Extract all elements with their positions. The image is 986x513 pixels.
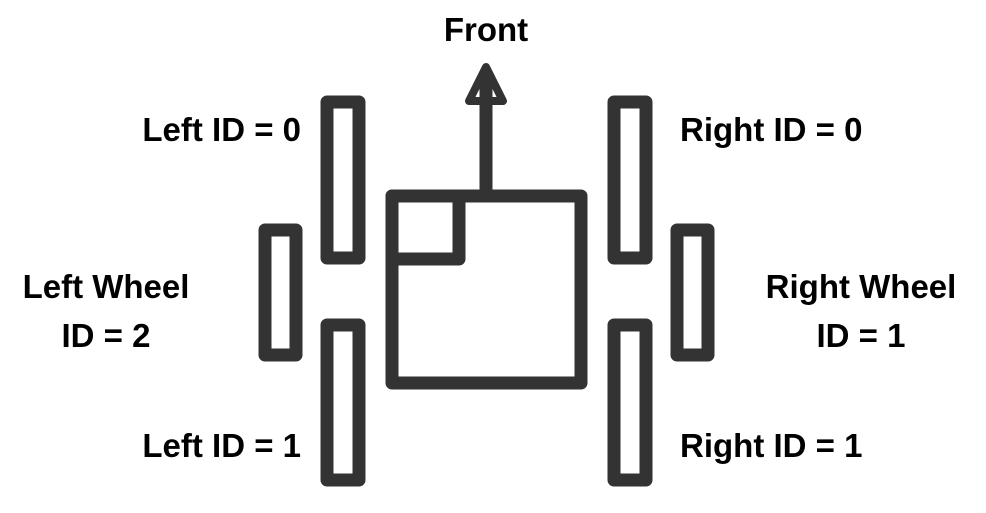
right-wheel-label-line2: ID = 1 [817, 317, 906, 354]
right-id-1-label: Right ID = 1 [680, 427, 862, 464]
robot-body [385, 189, 588, 390]
robot-front-indicator [385, 189, 466, 266]
left-id-1-label: Left ID = 1 [142, 427, 301, 464]
left-id-0-label: Left ID = 0 [142, 111, 301, 148]
front-arrow-head [465, 63, 507, 105]
robot-shapes [258, 63, 715, 487]
front-label: Front [444, 11, 528, 48]
wheel-left-id-1 [320, 318, 366, 487]
wheel-left-id-0 [320, 95, 366, 265]
wheel-left-id-2 [258, 223, 303, 362]
wheel-right-id-0 [607, 95, 653, 265]
left-wheel-label-line1: Left Wheel [23, 268, 190, 305]
wheel-right-id-1 [607, 318, 653, 487]
right-wheel-label-line1: Right Wheel [766, 268, 957, 305]
wheel-right-id-1-center [670, 223, 715, 362]
diagram-labels: Front Left ID = 0 Left Wheel ID = 2 Left… [23, 11, 957, 464]
left-wheel-label-line2: ID = 2 [62, 317, 151, 354]
right-id-0-label: Right ID = 0 [680, 111, 862, 148]
